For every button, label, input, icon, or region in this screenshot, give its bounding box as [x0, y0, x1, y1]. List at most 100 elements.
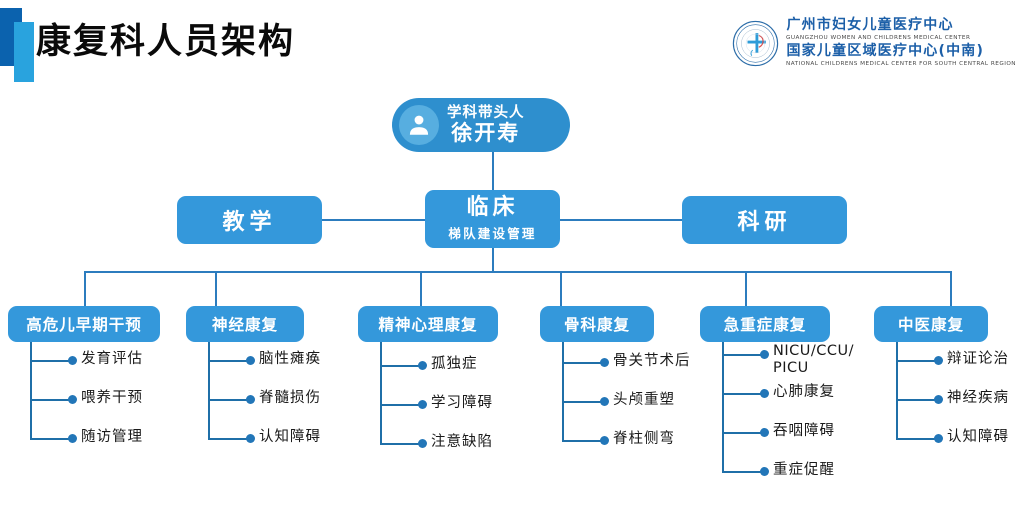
page-title: 康复科人员架构: [36, 22, 296, 62]
leaf-bullet-dot: [760, 467, 769, 476]
leaf-connector: [208, 360, 248, 362]
node-discipline-leader[interactable]: 学科带头人 徐开寿: [392, 98, 570, 152]
node-department-label: 中医康复: [897, 316, 964, 334]
node-clinical-label: 临床: [466, 195, 519, 220]
leaf-bullet-dot: [600, 397, 609, 406]
leaf-bullet-dot: [600, 436, 609, 445]
hospital-logo: 广州市妇女儿童医疗中心 GUANGZHOU WOMEN AND CHILDREN…: [732, 17, 1016, 68]
node-department[interactable]: 高危儿早期干预: [8, 306, 160, 342]
node-research[interactable]: 科研: [682, 196, 847, 244]
leaf-connector: [562, 440, 602, 442]
leaf-item-label[interactable]: 头颅重塑: [613, 392, 675, 408]
leaf-item-label[interactable]: 喂养干预: [81, 390, 143, 406]
root-name-label: 徐开寿: [451, 121, 521, 146]
leaf-connector: [896, 399, 936, 401]
leaf-bullet-dot: [418, 361, 427, 370]
leaf-connector: [722, 393, 762, 395]
connector-root-to-clinical: [492, 152, 494, 190]
leaf-item-label[interactable]: 骨关节术后: [613, 353, 691, 369]
logo-line2-en: NATIONAL CHILDRENS MEDICAL CENTER FOR SO…: [786, 61, 1017, 67]
node-department[interactable]: 精神心理康复: [358, 306, 498, 342]
node-department-label: 急重症康复: [723, 316, 807, 334]
person-icon-glyph: [409, 115, 429, 135]
leaf-bullet-dot: [760, 350, 769, 359]
leaf-item-label[interactable]: 认知障碍: [259, 429, 321, 445]
leaf-connector: [380, 443, 420, 445]
node-teaching-label: 教学: [222, 210, 277, 235]
leaf-bullet-dot: [246, 356, 255, 365]
logo-line1-cn: 广州市妇女儿童医疗中心: [786, 17, 954, 33]
title-accent-bar-light: [14, 22, 34, 82]
leaf-item-label[interactable]: 辩证论治: [947, 351, 1009, 367]
leaf-bullet-dot: [246, 395, 255, 404]
department-leaf-stem: [722, 342, 724, 471]
connector-bus-to-department: [560, 271, 562, 306]
leaf-connector: [896, 360, 936, 362]
node-department-label: 精神心理康复: [378, 316, 478, 334]
leaf-connector: [562, 362, 602, 364]
node-research-label: 科研: [737, 210, 792, 235]
node-department[interactable]: 神经康复: [186, 306, 304, 342]
connector-bus-to-department: [745, 271, 747, 306]
leaf-bullet-dot: [418, 439, 427, 448]
leaf-item-label[interactable]: 发育评估: [81, 351, 143, 367]
leaf-connector: [562, 401, 602, 403]
person-icon: [399, 105, 439, 145]
connector-bus-to-department: [84, 271, 86, 306]
leaf-item-label[interactable]: 孤独症: [431, 356, 478, 372]
connector-clinical-to-bus: [492, 248, 494, 272]
node-department[interactable]: 中医康复: [874, 306, 988, 342]
leaf-connector: [380, 404, 420, 406]
leaf-connector: [722, 432, 762, 434]
node-department[interactable]: 骨科康复: [540, 306, 654, 342]
department-bus-line: [84, 271, 950, 273]
department-leaf-stem: [562, 342, 564, 440]
department-leaf-stem: [896, 342, 898, 438]
leaf-item-label[interactable]: 学习障碍: [431, 395, 493, 411]
node-teaching[interactable]: 教学: [177, 196, 322, 244]
node-clinical[interactable]: 临床 梯队建设管理: [425, 190, 560, 248]
leaf-item-label[interactable]: 心肺康复: [773, 384, 835, 400]
node-department-label: 神经康复: [211, 316, 278, 334]
leaf-item-label[interactable]: 脊髓损伤: [259, 390, 321, 406]
leaf-bullet-dot: [934, 434, 943, 443]
leaf-item-label[interactable]: 重症促醒: [773, 462, 835, 478]
department-leaf-stem: [208, 342, 210, 438]
leaf-item-label[interactable]: 注意缺陷: [431, 434, 493, 450]
leaf-connector: [722, 354, 762, 356]
leaf-item-label[interactable]: 脑性瘫痪: [259, 351, 321, 367]
leaf-connector: [208, 399, 248, 401]
leaf-bullet-dot: [934, 356, 943, 365]
department-leaf-stem: [380, 342, 382, 443]
leaf-bullet-dot: [600, 358, 609, 367]
leaf-item-label[interactable]: 吞咽障碍: [773, 423, 835, 439]
leaf-bullet-dot: [760, 389, 769, 398]
leaf-item-label[interactable]: NICU/CCU/ PICU: [773, 343, 854, 376]
department-leaf-stem: [30, 342, 32, 438]
leaf-item-label[interactable]: 神经疾病: [947, 390, 1009, 406]
leaf-connector: [30, 438, 70, 440]
leaf-bullet-dot: [246, 434, 255, 443]
connector-bus-to-department: [215, 271, 217, 306]
leaf-bullet-dot: [68, 434, 77, 443]
leaf-connector: [896, 438, 936, 440]
leaf-connector: [30, 399, 70, 401]
node-department-label: 骨科康复: [563, 316, 630, 334]
leaf-item-label[interactable]: 认知障碍: [947, 429, 1009, 445]
connector-clinical-to-research: [560, 219, 682, 221]
node-department-label: 高危儿早期干预: [26, 316, 142, 334]
leaf-connector: [380, 365, 420, 367]
leaf-connector: [722, 471, 762, 473]
leaf-item-label[interactable]: 脊柱侧弯: [613, 431, 675, 447]
hospital-seal-icon: [733, 20, 779, 66]
connector-bus-to-department: [420, 271, 422, 306]
connector-teaching-to-clinical: [322, 219, 425, 221]
root-text-block: 学科带头人 徐开寿: [447, 105, 529, 146]
leaf-bullet-dot: [68, 356, 77, 365]
node-department[interactable]: 急重症康复: [700, 306, 830, 342]
logo-text-block: 广州市妇女儿童医疗中心 GUANGZHOU WOMEN AND CHILDREN…: [786, 17, 1016, 68]
leaf-item-label[interactable]: 随访管理: [81, 429, 143, 445]
connector-bus-to-department: [950, 271, 952, 306]
leaf-bullet-dot: [418, 400, 427, 409]
